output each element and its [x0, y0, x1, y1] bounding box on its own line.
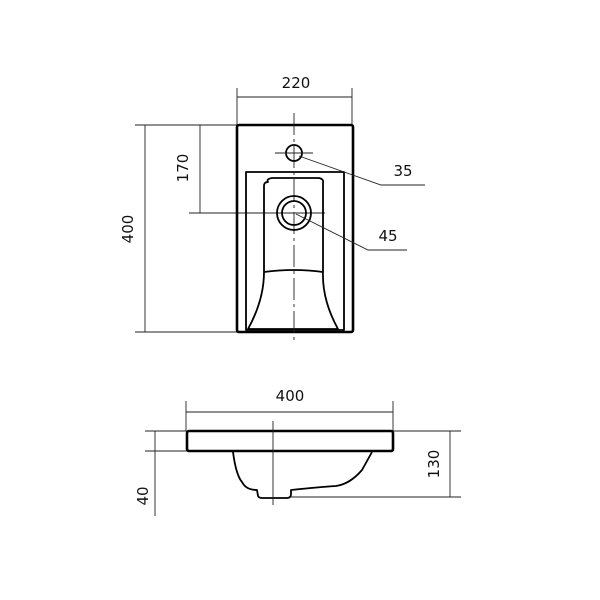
side-view: 400 40 130	[134, 387, 461, 516]
dimension-tap-offset-170: 170	[174, 125, 325, 214]
bowl-slope-edge	[263, 269, 324, 273]
drain-inner	[281, 200, 307, 226]
leader-drain-45: 45	[295, 213, 407, 251]
bowl-profile	[232, 451, 373, 499]
side-length-label: 400	[276, 387, 305, 405]
rim-label: 40	[134, 486, 152, 505]
width-label: 220	[282, 74, 311, 92]
tap-offset-label: 170	[174, 154, 192, 183]
top-view: 220 400 170 35	[119, 74, 425, 344]
drain-outer	[276, 195, 312, 231]
leader-tap-hole-35: 35	[298, 155, 425, 186]
dimension-length-400: 400	[119, 124, 237, 333]
rim-slab	[185, 429, 395, 453]
dimension-side-length-400: 400	[185, 387, 394, 431]
basin-recess	[245, 171, 345, 331]
dimension-rim-40: 40	[134, 430, 187, 516]
drain-label: 45	[378, 227, 397, 245]
basin-outline	[235, 123, 355, 334]
dimension-height-130: 130	[291, 430, 461, 498]
dimension-width-220: 220	[236, 74, 353, 125]
tap-hole-label: 35	[393, 162, 412, 180]
height-label: 130	[425, 450, 443, 479]
length-label: 400	[119, 215, 137, 244]
bowl-outline	[247, 177, 339, 330]
